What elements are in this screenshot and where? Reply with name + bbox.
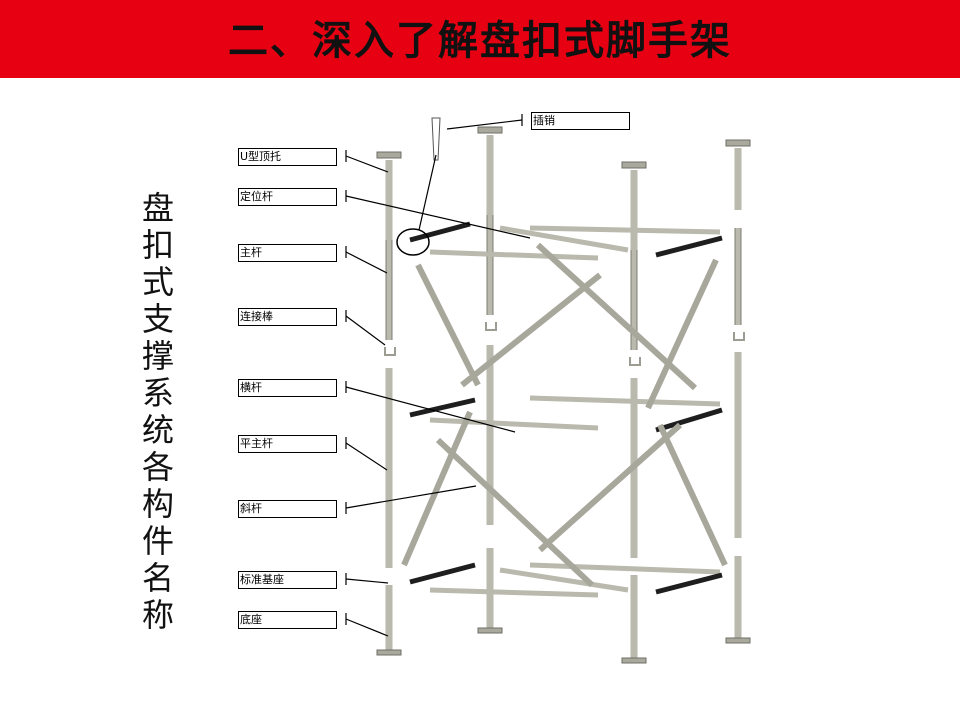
label-pin: 插销 (531, 112, 630, 130)
base-plates (376, 627, 751, 664)
u-heads (376, 126, 751, 169)
label-positioning-bar: 定位杆 (238, 188, 337, 206)
label-flat-main-pole: 平主杆 (238, 435, 337, 453)
diagonal-bars (401, 242, 728, 588)
label-horizontal-bar: 横杆 (238, 379, 337, 397)
leader-lines (345, 114, 531, 637)
horizontal-bars (429, 225, 721, 598)
label-diagonal-bar: 斜杆 (238, 500, 337, 518)
black-bars (409, 221, 723, 595)
label-main-pole: 主杆 (238, 244, 337, 262)
label-u-head: U型顶托 (238, 148, 337, 166)
label-connecting-rod: 连接棒 (238, 308, 337, 326)
label-base: 底座 (238, 611, 337, 629)
label-standard-base: 标准基座 (238, 571, 337, 589)
pin-drawing (396, 117, 441, 256)
page-title: 二、深入了解盘扣式脚手架 (228, 18, 732, 64)
side-title: 盘扣式支撑系统各构件名称 (141, 189, 174, 634)
title-bar (0, 0, 960, 78)
